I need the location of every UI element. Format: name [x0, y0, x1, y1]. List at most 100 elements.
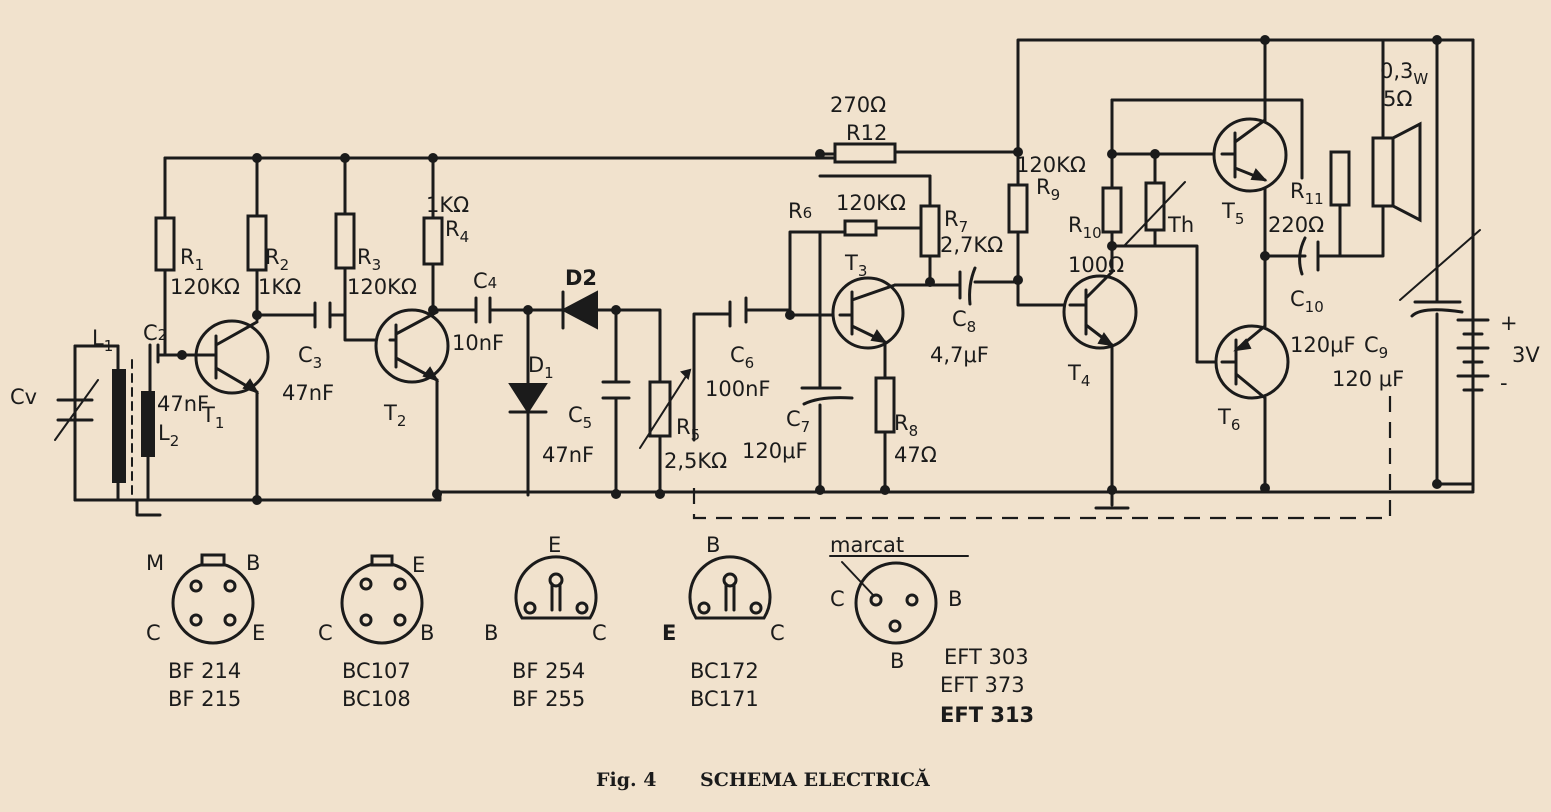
pin-dot: [697, 601, 711, 615]
gang-dashed-line: [692, 390, 1392, 520]
transistor-t1: [194, 319, 270, 395]
value-c9: 120 μF: [1332, 367, 1404, 391]
value-r4: 1KΩ: [426, 193, 469, 217]
label-r3: R3: [357, 245, 381, 274]
transistor-t6: [1214, 324, 1290, 400]
junction-dot: [1107, 149, 1117, 159]
transistor-type: EFT 303: [944, 645, 1029, 669]
label-l1: L1: [92, 326, 113, 355]
junction-dot: [523, 305, 533, 315]
capacitor-c9-curved: [1410, 308, 1464, 318]
label-c5: C5: [568, 403, 592, 432]
label-r7: R7: [944, 207, 968, 236]
diode-d2: [560, 290, 598, 330]
label-t5: T5: [1221, 199, 1244, 228]
label-cv: Cv: [10, 385, 37, 409]
label-t1: T1: [201, 403, 224, 432]
pin-label: B: [706, 533, 720, 557]
junction-dot: [340, 153, 350, 163]
label-c7: C7: [786, 407, 810, 436]
ground-symbol-1: [135, 498, 162, 517]
label-t4: T4: [1067, 361, 1090, 390]
transistor-t6-arrow: [1233, 338, 1252, 352]
thermistor-arrow: [1124, 181, 1186, 246]
label-t6: T6: [1217, 405, 1240, 434]
transistor-t2-leads: [388, 310, 439, 382]
speaker-icon: [1371, 121, 1422, 223]
pin-dot: [888, 619, 902, 633]
pinout-outline: [854, 561, 938, 645]
junction-dot: [432, 489, 442, 499]
value-c5: 47nF: [542, 443, 594, 467]
transistor-t3-arrow: [870, 329, 888, 344]
value-c4: 10nF: [452, 331, 504, 355]
resistor-r12: [833, 142, 897, 164]
label-c3: C3: [298, 343, 322, 372]
value-c2: 47nF: [157, 392, 209, 416]
component-labels: Cv L1 L2 C2 47nF R1 120KΩ R2 1KΩ T1 C3 4…: [10, 59, 1540, 473]
transistor-t5-leads: [1220, 118, 1267, 182]
value-r12: 270Ω: [830, 93, 886, 117]
transistor-t3: [831, 276, 905, 350]
transistor-type: BF 214: [168, 659, 241, 683]
pin-stem: [724, 582, 736, 612]
transistor-type: EFT 313: [940, 703, 1034, 727]
junction-dot: [785, 310, 795, 320]
label-d2: D2: [565, 266, 597, 290]
pin-label: E: [252, 621, 265, 645]
wires: [73, 38, 1481, 520]
transistor-t4-leads: [1068, 270, 1114, 347]
pinout-outline: [340, 561, 424, 645]
capacitor-c10-curved: [1298, 236, 1307, 276]
label-c8: C8: [952, 307, 976, 336]
pinout-eft303: marcat C B B EFT 303 EFT 373 EFT 313: [829, 533, 1034, 727]
pin-label: B: [420, 621, 434, 645]
capacitor-cv: [56, 398, 94, 422]
transistor-type: BC107: [342, 659, 411, 683]
resistor-r4: [422, 216, 444, 266]
inductors: [112, 344, 155, 502]
pin-dot: [359, 613, 373, 627]
pinout-bc107: E C B BC107 BC108: [318, 553, 434, 711]
junction-dot: [1107, 241, 1117, 251]
value-r7: 2,7KΩ: [940, 233, 1003, 257]
resistor-r9: [1007, 183, 1029, 234]
junction-dot: [815, 485, 825, 495]
capacitor-c7-curved: [802, 396, 854, 406]
label-c2: C2: [143, 321, 167, 345]
pin-label: M: [146, 551, 164, 575]
pin-dot: [189, 579, 203, 593]
pin-dot: [223, 613, 237, 627]
capacitors: [54, 236, 1464, 502]
value-r8: 47Ω: [894, 443, 937, 467]
pin-dot: [869, 593, 883, 607]
junction-dot: [1107, 485, 1117, 495]
value-r10: 100Ω: [1068, 253, 1124, 277]
value-r6: 120KΩ: [836, 191, 906, 215]
potentiometer-arrow: [639, 369, 691, 449]
pinout-tab: [370, 554, 394, 567]
junction-dot: [880, 485, 890, 495]
junction-dot: [655, 489, 665, 499]
transistor-t2-arrow: [422, 366, 440, 382]
c8-leads: [893, 280, 1020, 287]
pinout-outline: [688, 555, 772, 620]
label-r9: R9: [1036, 175, 1060, 204]
label-r1: R1: [180, 245, 204, 274]
pin-dot: [359, 577, 373, 591]
pinout-bf254: E B C BF 254 BF 255: [484, 533, 607, 711]
value-c3: 47nF: [282, 381, 334, 405]
marcat-pointer: [829, 555, 969, 597]
diodes: [508, 290, 598, 414]
resistor-r2: [246, 214, 268, 272]
pin-label: B: [890, 649, 904, 673]
capacitor-c3: [313, 301, 332, 329]
battery-plus: +: [1500, 311, 1518, 335]
transistor-t6-leads: [1220, 324, 1267, 400]
battery-icon: [1456, 318, 1490, 392]
battery-cells: [1456, 318, 1490, 392]
junction-dot: [1013, 147, 1023, 157]
transistor-t1-leads: [180, 320, 259, 394]
transistor-t4: [1062, 274, 1138, 350]
label-r5: R5: [676, 415, 700, 444]
